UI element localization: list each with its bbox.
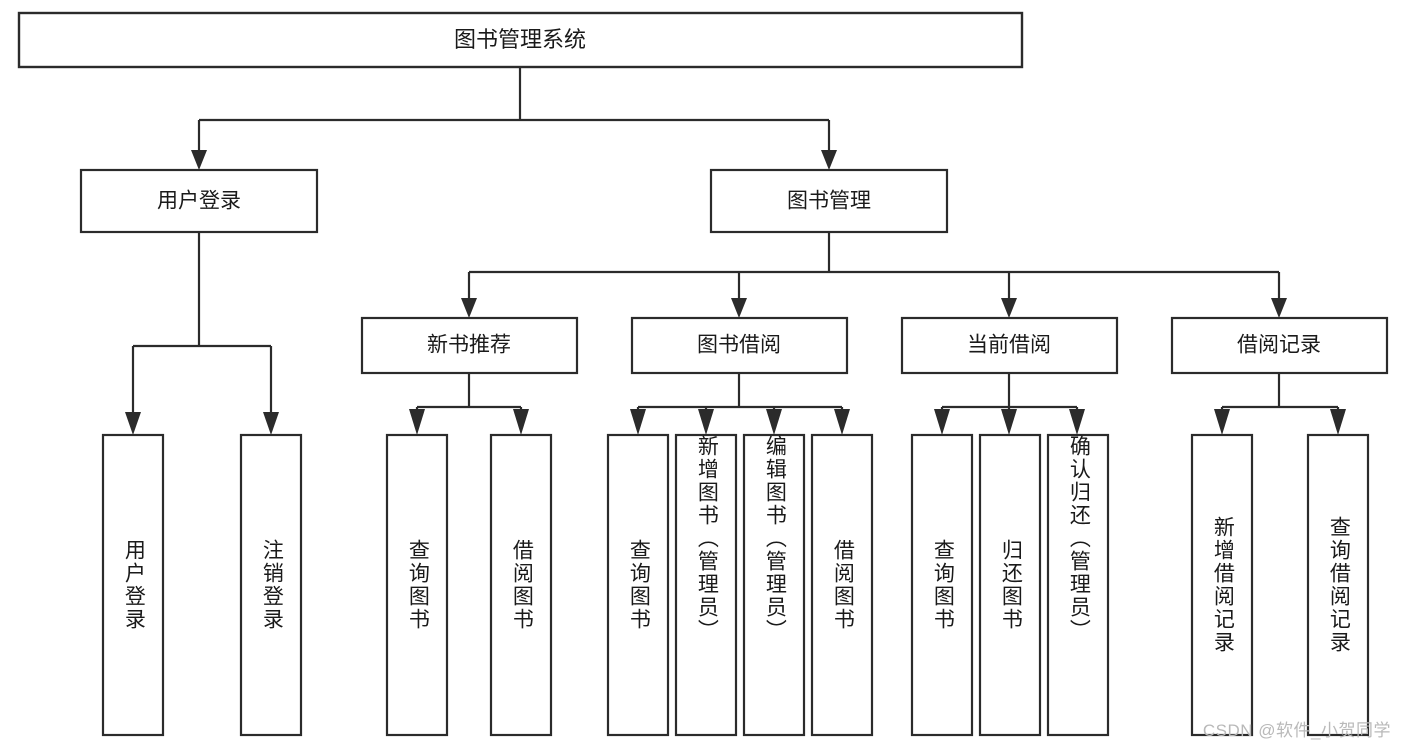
edge-group-borrow-record [1214, 373, 1346, 435]
leaf-box-cb-query-book[interactable] [910, 433, 974, 737]
leaf-box-bb-add-book[interactable] [674, 433, 738, 737]
edge-group-book-mgmt [461, 232, 1287, 318]
arrowhead-cb-leaf-3 [1069, 409, 1085, 435]
leaf-box-nb-query-book[interactable] [385, 433, 449, 737]
edge-group-current-borrow [934, 373, 1085, 435]
leaf-box-bb-edit-book[interactable] [742, 433, 806, 737]
arrowhead-bb-leaf-3 [766, 409, 782, 435]
leaf-box-br-add-record[interactable] [1190, 433, 1254, 737]
edge-group-book-borrow [630, 373, 850, 435]
leaf-box-bb-borrow-book[interactable] [810, 433, 874, 737]
arrowhead-bb-leaf-4 [834, 409, 850, 435]
node-root-box[interactable] [17, 11, 1024, 69]
node-current-borrow-box[interactable] [900, 316, 1119, 375]
arrowhead-borrow-record [1271, 298, 1287, 318]
leaf-box-logout[interactable] [239, 433, 303, 737]
leaf-box-cb-confirm-return[interactable] [1046, 433, 1110, 737]
arrowhead-new-book [461, 298, 477, 318]
arrowhead-cb-leaf-2 [1001, 409, 1017, 435]
node-book-borrow[interactable]: 图书借阅 [630, 316, 849, 375]
node-user-login[interactable]: 用户登录 [79, 168, 319, 234]
edge-group-new-book [409, 373, 529, 435]
node-new-book-recommend-label: 新书推荐 [427, 334, 511, 357]
arrowhead-br-leaf-2 [1330, 409, 1346, 435]
leaf-box-user-login[interactable] [101, 433, 165, 737]
node-user-login-label: 用户登录 [157, 190, 241, 213]
node-book-management-box[interactable] [709, 168, 949, 234]
leaf-box-nb-borrow-book[interactable] [489, 433, 553, 737]
arrowhead-nb-leaf-1 [409, 409, 425, 435]
node-borrow-record-box[interactable] [1170, 316, 1389, 375]
node-new-book-recommend[interactable]: 新书推荐 [360, 316, 579, 375]
node-book-borrow-label: 图书借阅 [697, 334, 781, 357]
node-borrow-record-label: 借阅记录 [1237, 334, 1321, 357]
node-book-borrow-box[interactable] [630, 316, 849, 375]
leaf-boxes [101, 433, 1370, 737]
arrowhead-bb-leaf-2 [698, 409, 714, 435]
arrowhead-user-login [191, 150, 207, 170]
arrowhead-br-leaf-1 [1214, 409, 1230, 435]
node-book-management-label: 图书管理 [787, 190, 871, 213]
edge-group-root [191, 67, 837, 170]
arrowhead-book-borrow [731, 298, 747, 318]
arrowhead-nb-leaf-2 [513, 409, 529, 435]
arrowhead-leaf-logout [263, 412, 279, 435]
leaf-box-cb-return-book[interactable] [978, 433, 1042, 737]
leaf-box-br-query-record[interactable] [1306, 433, 1370, 737]
node-root[interactable]: 图书管理系统 [17, 11, 1024, 69]
leaf-box-bb-query-book[interactable] [606, 433, 670, 737]
arrowhead-book-mgmt [821, 150, 837, 170]
node-root-label: 图书管理系统 [454, 27, 586, 52]
watermark-text: CSDN @软件_小贺同学 [1202, 721, 1391, 740]
edge-group-user-login [125, 232, 279, 435]
arrowhead-bb-leaf-1 [630, 409, 646, 435]
node-borrow-record[interactable]: 借阅记录 [1170, 316, 1389, 375]
arrowhead-leaf-user-login [125, 412, 141, 435]
node-book-management[interactable]: 图书管理 [709, 168, 949, 234]
arrowhead-cb-leaf-1 [934, 409, 950, 435]
node-current-borrow-label: 当前借阅 [967, 334, 1051, 357]
arrowhead-current-borrow [1001, 298, 1017, 318]
node-current-borrow[interactable]: 当前借阅 [900, 316, 1119, 375]
node-user-login-box[interactable] [79, 168, 319, 234]
node-new-book-recommend-box[interactable] [360, 316, 579, 375]
